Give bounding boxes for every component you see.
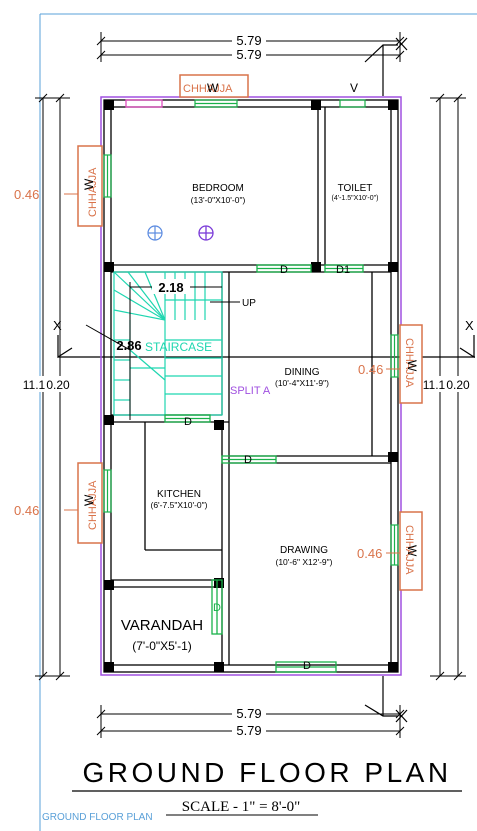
- chhajja-projection-left-bottom: 0.46: [14, 503, 39, 518]
- window-right-top-label: W: [405, 360, 419, 372]
- drawing-name: DRAWING: [280, 545, 328, 556]
- bedroom-size: (13'-0"X10'-0"): [191, 195, 246, 205]
- door-bedroom-label: D: [280, 264, 288, 276]
- door-kitchen-label: D: [213, 602, 221, 614]
- chhajja-projection-right-top: 0.46: [358, 362, 383, 377]
- chhajja-projection-lines: [64, 193, 400, 554]
- dining-name: DINING: [285, 367, 320, 378]
- drawing-title: GROUND FLOOR PLAN: [82, 757, 451, 788]
- bedroom-name: BEDROOM: [192, 183, 244, 194]
- chhajjas: [77, 74, 423, 591]
- ceiling-fan-symbol: [147, 225, 163, 241]
- kitchen-name: KITCHEN: [157, 489, 201, 500]
- kitchen-size: (6'-7.5"X10'-0"): [151, 500, 208, 510]
- toilet-size: (4'-1.5"X10'-0"): [332, 195, 379, 202]
- top-wall-marker: [125, 99, 163, 108]
- top-dimension-inner: 5.79: [236, 47, 261, 62]
- chhajja-right-bottom-label: CHHAJJA: [403, 525, 415, 575]
- top-dimension-outer: 5.79: [236, 33, 261, 48]
- chhajja-left-top-label: CHHAJJA: [87, 167, 99, 217]
- stair-width-dimension: 2.18: [158, 280, 183, 295]
- columns: [104, 100, 398, 672]
- right-dimension-a: 11.1: [423, 378, 446, 392]
- door-toilet-label: D1: [336, 264, 350, 276]
- varandah-size: (7'-0"X5'-1): [132, 639, 192, 653]
- light-point-symbol: [198, 225, 214, 241]
- stair-up-label: UP: [242, 298, 256, 309]
- corner-layout-label: GROUND FLOOR PLAN: [42, 812, 153, 823]
- window-top-label: W: [207, 81, 219, 95]
- door-main-label: D: [303, 660, 311, 672]
- left-dimension-b: 0.20: [46, 378, 70, 392]
- section-mark-bottom: [364, 676, 408, 723]
- bottom-dimension-inner: 5.79: [236, 723, 261, 738]
- section-mark-top: [364, 37, 408, 96]
- door-stair-label: D: [184, 416, 192, 428]
- scale-label: SCALE - 1" = 8'-0": [182, 799, 300, 815]
- window-left-bottom-label: W: [82, 494, 96, 506]
- window-left-top-label: W: [82, 178, 96, 190]
- section-mark-right-x: X: [465, 318, 474, 333]
- chhajja-projection-right-bottom: 0.46: [357, 546, 382, 561]
- drawing-size: (10'-6" X12'-9"): [276, 557, 333, 567]
- doors: [164, 264, 364, 673]
- dining-size: (10'-4"X11'-9"): [275, 378, 329, 388]
- split-ac-label: SPLIT A: [230, 385, 271, 397]
- section-mark-v: V: [350, 81, 358, 95]
- chhajja-right-top-label: CHHAJJA: [403, 338, 415, 388]
- bottom-dimension-outer: 5.79: [236, 706, 261, 721]
- chhajja-top-label: CHHAJJA: [183, 83, 233, 95]
- windows: [103, 99, 399, 566]
- door-dining-label: D: [244, 454, 252, 466]
- section-mark-left-x: X: [53, 318, 62, 333]
- staircase-label: STAIRCASE: [145, 340, 212, 354]
- stair-length-dimension: 2.86: [116, 338, 141, 353]
- chhajja-left-bottom-label: CHHAJJA: [87, 480, 99, 530]
- chhajja-projection-left-top: 0.46: [14, 187, 39, 202]
- right-dimension-b: 0.20: [446, 378, 470, 392]
- left-dimension-a: 11.1: [23, 378, 46, 392]
- varandah-name: VARANDAH: [121, 617, 203, 634]
- toilet-name: TOILET: [338, 183, 373, 194]
- window-right-bottom-label: W: [405, 545, 419, 557]
